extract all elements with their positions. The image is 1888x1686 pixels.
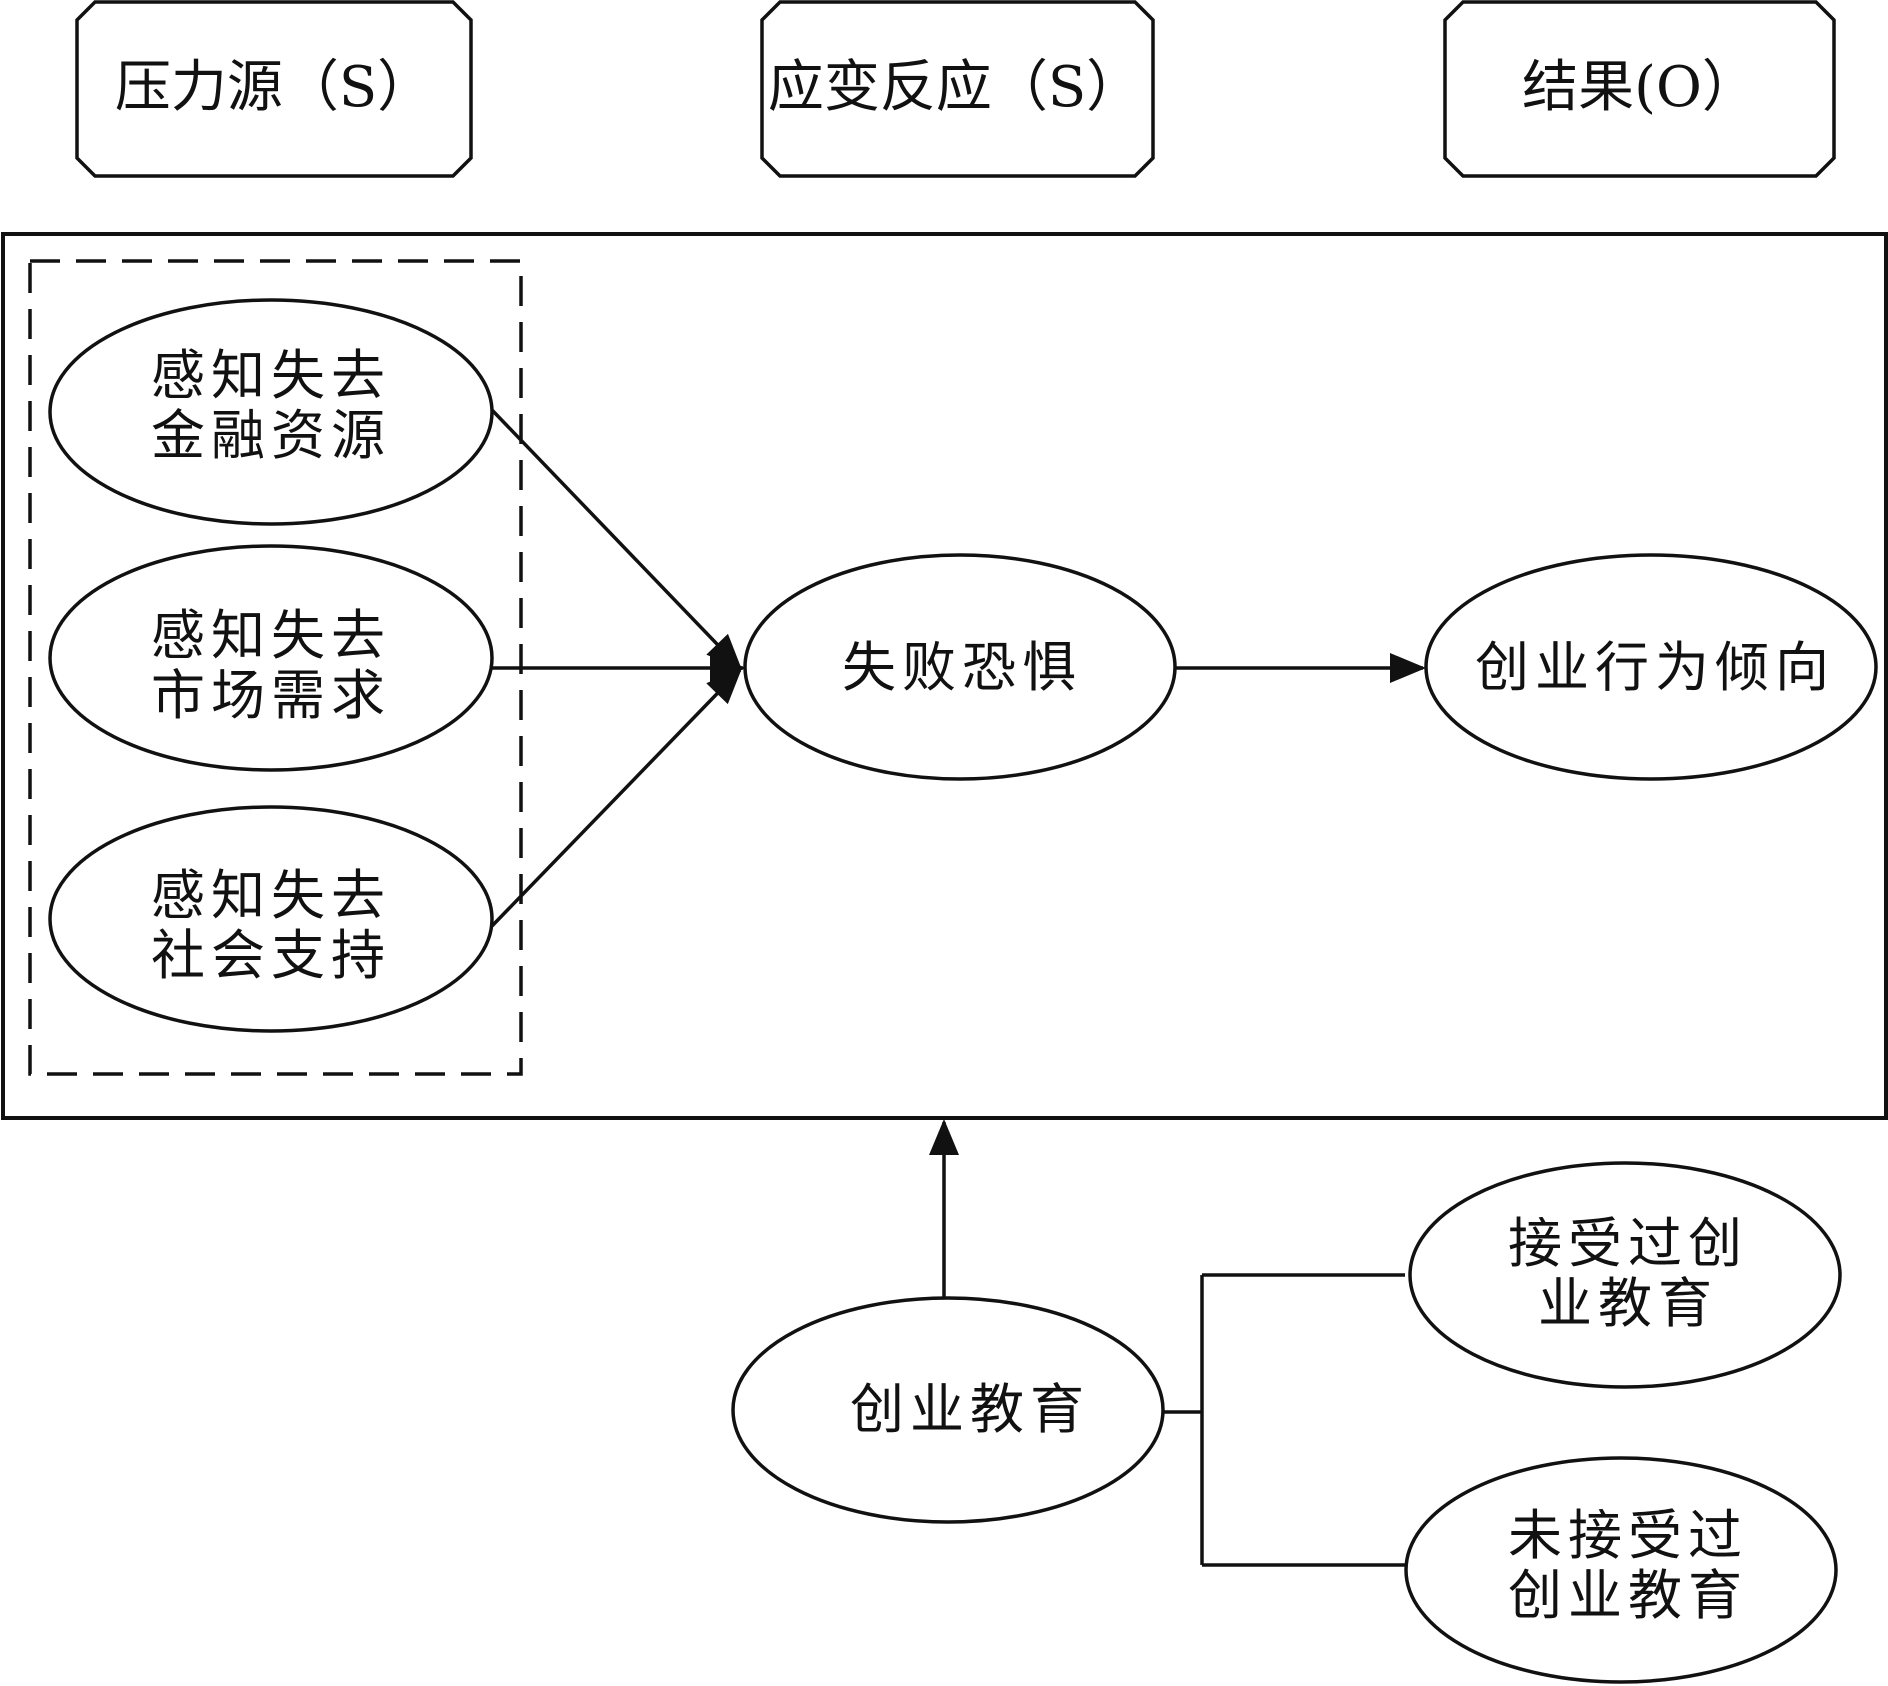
- stressor-node-social-line2: 社会支持: [151, 924, 391, 987]
- stressor-node-market: 感知失去 市场需求: [48, 544, 494, 772]
- education-not-received-line2: 创业教育: [1508, 1564, 1748, 1627]
- moderator-node-label: 创业教育: [850, 1378, 1090, 1441]
- education-received-line2: 业教育: [1538, 1272, 1718, 1335]
- outcome-node-label: 创业行为倾向: [1475, 636, 1835, 699]
- moderator-node-education: 创业教育: [731, 1296, 1165, 1524]
- stressor-node-financial: 感知失去 金融资源: [48, 298, 494, 526]
- stressor-node-market-line2: 市场需求: [151, 664, 391, 727]
- header-stressor: 压力源（S）: [75, 0, 473, 178]
- education-branch-connector: [1163, 1273, 1405, 1567]
- education-received-line1: 接受过创: [1508, 1212, 1748, 1275]
- stressor-node-social-line1: 感知失去: [151, 864, 391, 927]
- header-response-label: 应变反应（S）: [768, 55, 1142, 120]
- stressor-node-market-line1: 感知失去: [151, 604, 391, 667]
- header-outcome-label: 结果(O）: [1522, 55, 1758, 120]
- stressor-node-social: 感知失去 社会支持: [48, 805, 494, 1033]
- stressor-node-financial-line1: 感知失去: [151, 344, 391, 407]
- response-node-label: 失败恐惧: [842, 636, 1082, 699]
- header-stressor-label: 压力源（S）: [115, 55, 433, 120]
- edge-financial-to-fear: [490, 408, 743, 671]
- education-not-received-line1: 未接受过: [1508, 1504, 1748, 1567]
- response-node-fear-of-failure: 失败恐惧: [743, 553, 1177, 781]
- education-not-received-node: 未接受过 创业教育: [1404, 1456, 1838, 1684]
- header-response: 应变反应（S）: [760, 0, 1155, 178]
- education-received-node: 接受过创 业教育: [1408, 1161, 1842, 1389]
- outcome-node-entrepreneurial-intention: 创业行为倾向: [1424, 553, 1878, 781]
- stressor-node-financial-line2: 金融资源: [151, 404, 391, 467]
- model-frame: [1, 232, 1888, 1120]
- header-outcome: 结果(O）: [1443, 0, 1836, 178]
- edge-social-to-fear: [490, 667, 743, 928]
